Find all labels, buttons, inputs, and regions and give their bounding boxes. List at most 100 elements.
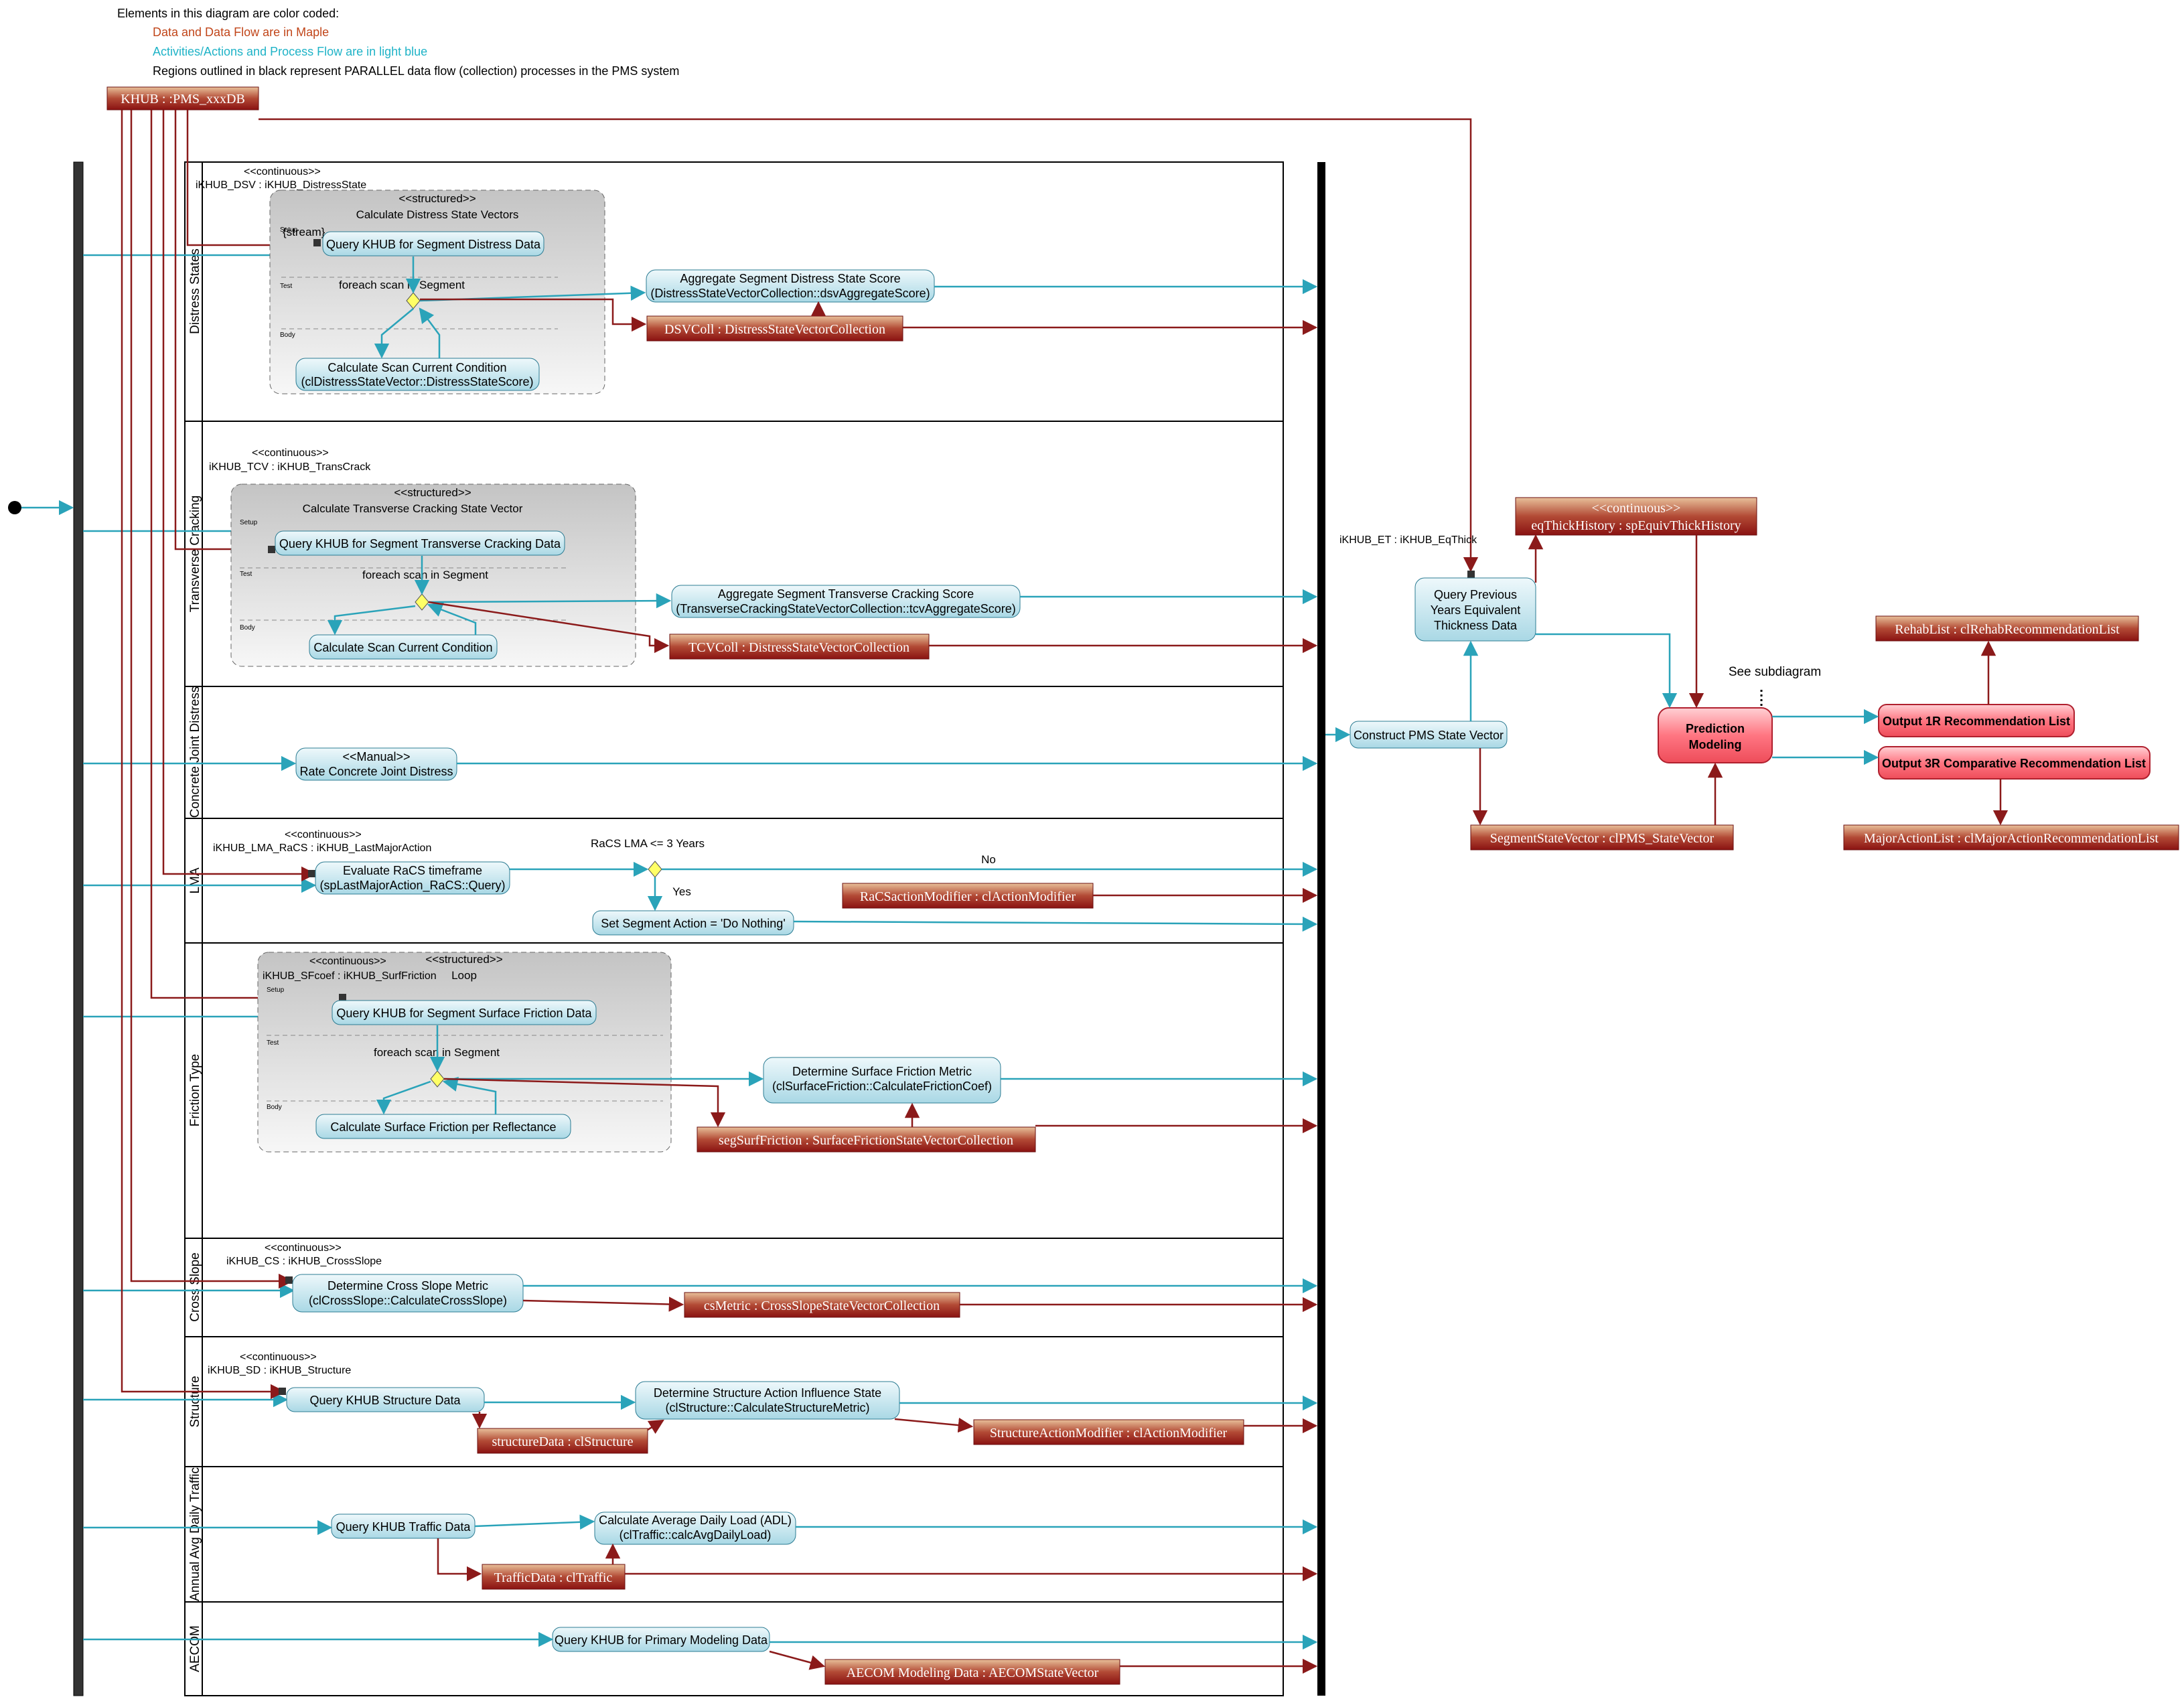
prediction-label-1: Prediction bbox=[1686, 722, 1745, 735]
ds-tag: iKHUB_DSV : iKHUB_DistressState bbox=[196, 179, 366, 191]
legend-maple: Data and Data Flow are in Maple bbox=[153, 25, 329, 39]
cs-flows bbox=[522, 1278, 1318, 1313]
tc-body-label: Body bbox=[240, 624, 255, 632]
lane-traffic: Annual Avg Daily Traffic bbox=[188, 1467, 202, 1601]
lma-eval-label-1: Evaluate RaCS timeframe bbox=[343, 864, 482, 877]
ds-coll-object[interactable] bbox=[646, 315, 903, 342]
db-label: KHUB : :PMS_xxxDB bbox=[121, 92, 245, 106]
tc-agg-label-2: (TransverseCrackingStateVectorCollection… bbox=[676, 602, 1016, 615]
lma-mod-object[interactable] bbox=[842, 883, 1094, 909]
st-pin bbox=[279, 1388, 286, 1395]
ft-loop-label: Loop bbox=[451, 969, 477, 982]
ae-query-action[interactable] bbox=[552, 1627, 770, 1652]
lma-decision[interactable] bbox=[648, 861, 662, 878]
prediction-label-2: Modeling bbox=[1689, 738, 1742, 751]
tr-data-label: TrafficData : clTraffic bbox=[494, 1570, 613, 1585]
cs-continuous: <<continuous>> bbox=[265, 1242, 342, 1254]
tc-agg-label-1: Aggregate Segment Transverse Cracking Sc… bbox=[718, 587, 974, 601]
ft-body-label: Body bbox=[267, 1104, 282, 1111]
eq-continuous-label: <<continuous>> bbox=[1592, 501, 1681, 516]
ds-query-action[interactable] bbox=[322, 231, 544, 256]
tc-query-action[interactable] bbox=[275, 530, 565, 556]
st-query-action[interactable] bbox=[286, 1387, 485, 1412]
swimlanes bbox=[184, 161, 1284, 1696]
tr-calc-label-2: (clTraffic::calcAvgDailyLoad) bbox=[620, 1528, 772, 1542]
rehab-object[interactable] bbox=[1875, 615, 2139, 642]
tr-data-object[interactable] bbox=[482, 1564, 626, 1590]
ft-coll-object[interactable] bbox=[697, 1126, 1036, 1153]
tc-test-label: Test bbox=[240, 571, 252, 578]
segstate-label: SegmentStateVector : clPMS_StateVector bbox=[1490, 831, 1715, 846]
lane-aecom: AECOM bbox=[188, 1625, 202, 1672]
eq-hist-object[interactable] bbox=[1515, 497, 1757, 536]
lma-condition: RaCS LMA <= 3 Years bbox=[591, 837, 705, 850]
ds-continuous: <<continuous>> bbox=[244, 166, 321, 177]
lma-eval-label-2: (spLastMajorAction_RaCS::Query) bbox=[319, 879, 505, 893]
ds-body-label: Body bbox=[280, 331, 295, 339]
prediction-action[interactable] bbox=[1658, 707, 1773, 763]
tc-calc-label: Calculate Scan Current Condition bbox=[313, 641, 492, 654]
tc-calc-action[interactable] bbox=[309, 634, 498, 660]
ft-calc-action[interactable] bbox=[315, 1114, 571, 1139]
ft-flows bbox=[376, 1025, 1318, 1134]
cs-coll-object[interactable] bbox=[684, 1292, 960, 1318]
lma-set-action[interactable] bbox=[592, 910, 794, 936]
lma-no-label: No bbox=[981, 853, 996, 866]
lane-concrete-joint: Concrete Joint Distress bbox=[188, 686, 202, 818]
tc-agg-action[interactable] bbox=[671, 585, 1021, 618]
st-tag: iKHUB_SD : iKHUB_Structure bbox=[208, 1365, 351, 1376]
ft-continuous: <<continuous>> bbox=[309, 956, 386, 967]
eq-hist-label: eqThickHistory : spEquivThickHistory bbox=[1531, 518, 1741, 533]
ds-flows bbox=[374, 256, 1318, 359]
lane-cross-slope: Cross Slope bbox=[188, 1252, 202, 1322]
tc-foreach: foreach scan in Segment bbox=[362, 569, 488, 581]
right-flows bbox=[1325, 534, 2009, 826]
segstate-object[interactable] bbox=[1470, 824, 1734, 851]
cs-pin bbox=[285, 1276, 293, 1284]
tc-flows bbox=[327, 556, 1318, 654]
initial-node bbox=[8, 501, 21, 514]
legend-title: Elements in this diagram are color coded… bbox=[117, 7, 339, 20]
ae-data-object[interactable] bbox=[824, 1659, 1120, 1685]
ds-test-label: Test bbox=[280, 283, 293, 290]
ft-test-label: Test bbox=[267, 1039, 279, 1047]
legend-black: Regions outlined in black represent PARA… bbox=[153, 64, 679, 78]
cs-coll-label: csMetric : CrossSlopeStateVectorCollecti… bbox=[704, 1299, 940, 1313]
lane-distress-states: Distress States bbox=[188, 248, 202, 334]
lma-continuous: <<continuous>> bbox=[285, 829, 362, 840]
tc-decision[interactable] bbox=[415, 593, 429, 611]
ae-data-label: AECOM Modeling Data : AECOMStateVector bbox=[847, 1666, 1099, 1680]
ds-calc-label-1: Calculate Scan Current Condition bbox=[327, 361, 506, 374]
cs-det-label-2: (clCrossSlope::CalculateCrossSlope) bbox=[309, 1294, 507, 1307]
st-det-label-1: Determine Structure Action Influence Sta… bbox=[654, 1386, 881, 1400]
ds-query-label: Query KHUB for Segment Distress Data bbox=[326, 238, 541, 251]
ft-structured-label: <<structured>> bbox=[425, 953, 502, 966]
lma-set-label: Set Segment Action = 'Do Nothing' bbox=[601, 917, 786, 930]
major-object[interactable] bbox=[1843, 824, 2179, 851]
ft-query-action[interactable] bbox=[332, 1000, 597, 1025]
tr-calc-label-1: Calculate Average Daily Load (ADL) bbox=[599, 1514, 792, 1527]
db-object[interactable] bbox=[106, 86, 259, 110]
ds-stream: {stream} bbox=[283, 226, 325, 238]
ds-calc-action[interactable] bbox=[295, 358, 540, 391]
ds-calc-label-2: (clDistressStateVector::DistressStateSco… bbox=[301, 375, 533, 388]
st-mod-object[interactable] bbox=[973, 1419, 1244, 1445]
legend-blue: Activities/Actions and Process Flow are … bbox=[153, 45, 427, 58]
join-bar bbox=[1317, 162, 1325, 1696]
lma-eval-action[interactable] bbox=[315, 861, 510, 895]
tc-tag: iKHUB_TCV : iKHUB_TransCrack bbox=[209, 461, 371, 473]
ae-query-label: Query KHUB for Primary Modeling Data bbox=[555, 1633, 768, 1647]
ds-stream-pin bbox=[313, 239, 321, 246]
tc-coll-object[interactable] bbox=[669, 634, 930, 660]
construct-label: Construct PMS State Vector bbox=[1354, 729, 1504, 742]
ft-decision[interactable] bbox=[430, 1070, 445, 1088]
st-mod-label: StructureActionModifier : clActionModifi… bbox=[990, 1426, 1228, 1441]
tc-query-label: Query KHUB for Segment Transverse Cracki… bbox=[279, 537, 561, 550]
ft-coll-label: segSurfFriction : SurfaceFrictionStateVe… bbox=[719, 1133, 1013, 1148]
ft-calc-label: Calculate Surface Friction per Reflectan… bbox=[330, 1120, 556, 1134]
ft-pin bbox=[339, 994, 346, 1001]
eq-query-label-3: Thickness Data bbox=[1434, 619, 1518, 632]
st-data-object[interactable] bbox=[477, 1428, 648, 1454]
cs-det-action[interactable] bbox=[292, 1274, 524, 1313]
